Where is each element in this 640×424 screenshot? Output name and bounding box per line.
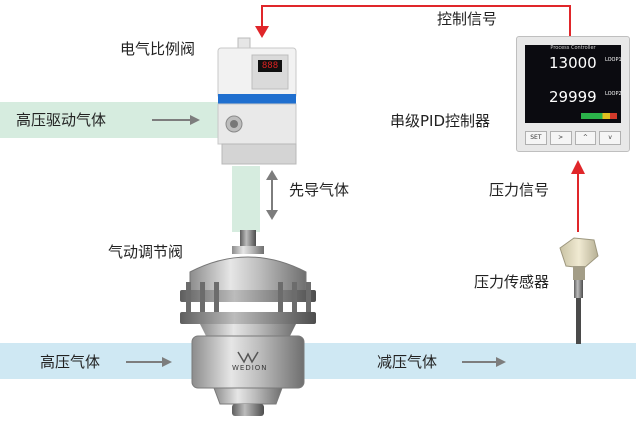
pilot-gas-band	[232, 166, 260, 232]
valve-display: 888	[258, 60, 282, 72]
label-pressure-sensor: 压力传感器	[474, 273, 550, 291]
gas-pipe-band	[0, 343, 636, 379]
label-pilot-gas: 先导气体	[289, 181, 350, 199]
controller-screen: Process Controller 13000 LOOP1 29999 LOO…	[525, 45, 622, 123]
label-high-pressure-gas: 高压气体	[40, 353, 101, 371]
controller-key-set[interactable]: SET	[525, 131, 547, 145]
controller-value-2: 29999	[549, 88, 597, 106]
double-arrow-vertical-icon	[266, 170, 278, 220]
label-cascade-pid: 串级PID控制器	[390, 112, 491, 130]
controller-title: Process Controller	[550, 45, 596, 51]
pid-controller-device: Process Controller 13000 LOOP1 29999 LOO…	[516, 36, 630, 152]
label-drive-gas: 高压驱动气体	[16, 111, 107, 129]
control-signal-arrow	[255, 5, 571, 38]
controller-loop-1: LOOP1	[605, 57, 622, 63]
pneumatic-control-valve	[180, 230, 316, 416]
valve-brand: WEDION	[232, 364, 268, 372]
controller-key-down[interactable]: v	[599, 131, 621, 145]
controller-keys: SET > ^ v	[525, 131, 621, 145]
controller-loop-2: LOOP2	[605, 91, 622, 97]
label-pneumatic-valve: 气动调节阀	[108, 243, 184, 261]
controller-key-up[interactable]: ^	[574, 131, 597, 145]
arrow-right-icon	[126, 357, 172, 367]
label-reduced-pressure-gas: 减压气体	[377, 353, 438, 371]
label-pressure-signal: 压力信号	[489, 181, 550, 199]
arrow-right-icon	[152, 115, 200, 125]
electro-proportional-valve	[217, 37, 297, 165]
label-control-signal: 控制信号	[437, 10, 498, 28]
controller-value-1: 13000	[549, 54, 597, 72]
label-electro-valve: 电气比例阀	[120, 40, 196, 58]
controller-bargraph	[581, 113, 617, 119]
pressure-signal-arrow	[571, 160, 585, 232]
controller-key-right[interactable]: >	[549, 131, 572, 145]
arrow-right-icon	[462, 357, 506, 367]
pressure-sensor	[559, 237, 599, 344]
